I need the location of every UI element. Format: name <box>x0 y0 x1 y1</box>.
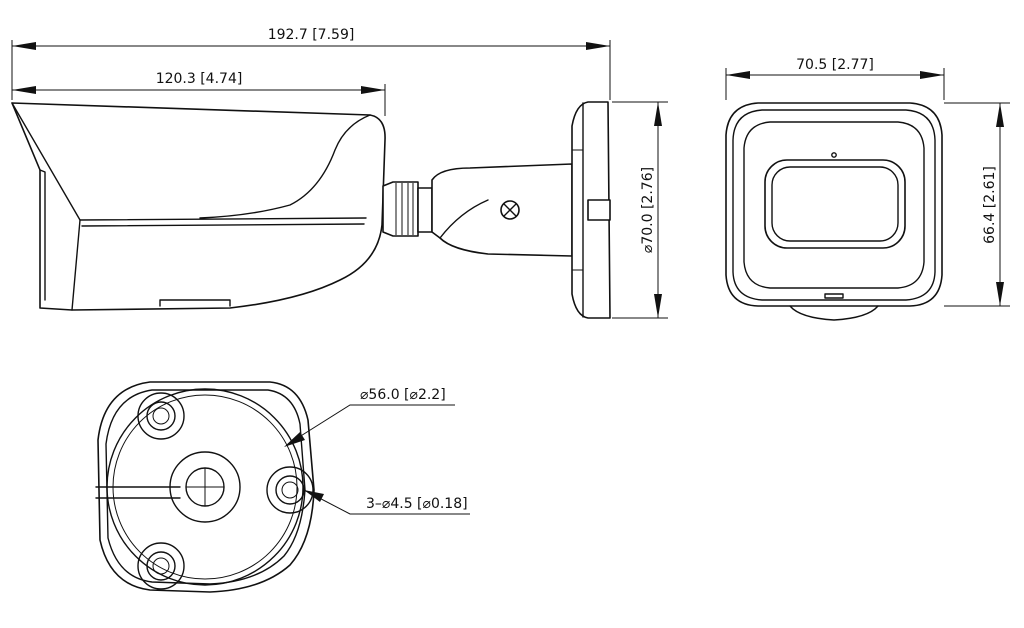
dimension-front-width: 70.5 [2.77] <box>725 57 945 100</box>
mount-diameter-label: ⌀70.0 [2.76] <box>640 167 656 253</box>
screw-icon <box>500 200 520 220</box>
callout-hole-spec: 3–⌀4.5 [⌀0.18] <box>303 489 470 515</box>
front-height-label: 66.4 [2.61] <box>982 166 998 244</box>
dimension-housing-length: 120.3 [4.74] <box>12 71 386 116</box>
hole-spec-label: 3–⌀4.5 [⌀0.18] <box>366 496 468 512</box>
dimension-front-height: 66.4 [2.61] <box>944 102 1010 307</box>
callout-base-diameter: ⌀56.0 [⌀2.2] <box>284 387 455 447</box>
cable-connector <box>382 181 419 237</box>
mount-base-view <box>95 381 315 593</box>
front-view <box>725 102 943 321</box>
lens-window <box>764 159 906 249</box>
overall-length-label: 192.7 [7.59] <box>268 27 355 43</box>
front-width-label: 70.5 [2.77] <box>796 57 874 73</box>
screw-hole-icon-top <box>137 392 185 440</box>
camera-housing-side <box>11 102 386 311</box>
side-view <box>11 101 611 319</box>
base-diameter-label: ⌀56.0 [⌀2.2] <box>360 387 446 403</box>
screw-hole-icon-right <box>266 466 314 514</box>
dimension-overall-length: 192.7 [7.59] <box>11 27 611 100</box>
dimension-mount-diameter: ⌀70.0 [2.76] <box>612 101 668 319</box>
housing-length-label: 120.3 [4.74] <box>156 71 243 87</box>
light-sensor-icon <box>831 152 837 158</box>
center-hole-icon <box>169 451 241 523</box>
screw-hole-icon-bottom <box>137 542 185 590</box>
